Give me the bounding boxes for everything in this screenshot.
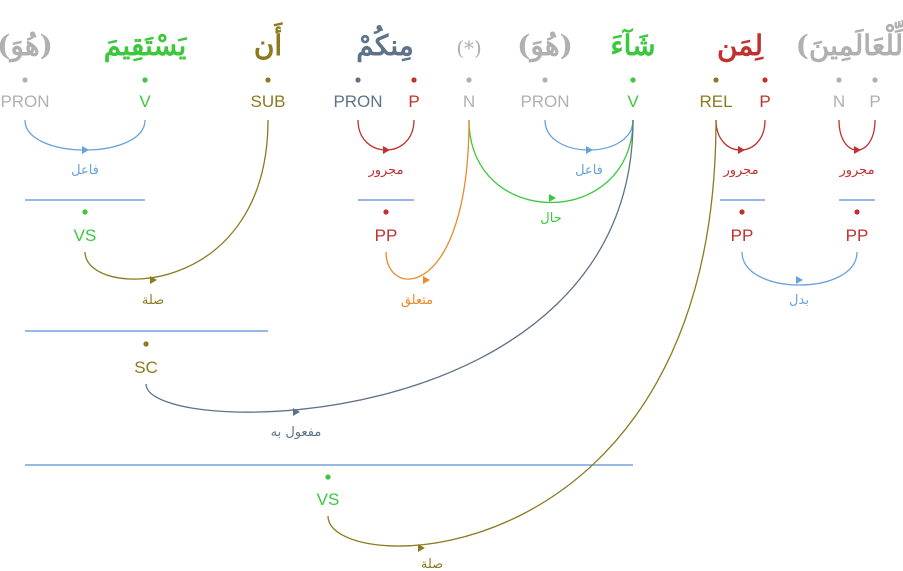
- tag-pron-2: PRON: [333, 92, 382, 111]
- phrase-dots: [82, 209, 860, 480]
- tag-p-2: P: [759, 92, 770, 111]
- word-lilalamina: (لِّلْعَالَمِينَ): [796, 20, 903, 63]
- tag-v-2: V: [627, 92, 639, 111]
- rel-majrur-2: مجرور: [722, 163, 758, 178]
- rel-sila-1: صلة: [142, 293, 164, 308]
- tag-pron-1: PRON: [0, 92, 49, 111]
- word-shaa: شَآءَ: [610, 27, 655, 62]
- arrowheads: [82, 146, 861, 552]
- arc-mutaalliq: [385, 119, 470, 280]
- arcs: [24, 119, 876, 547]
- tag-sub: SUB: [251, 92, 286, 111]
- word-liman: لِمَن: [717, 29, 764, 63]
- phrase-sc: SC: [134, 358, 158, 377]
- rel-mafool: مفعول به: [271, 425, 322, 440]
- phrase-pp-2: PP: [731, 226, 754, 245]
- tag-n-1: N: [463, 92, 475, 111]
- rel-majrur-1: مجرور: [367, 163, 403, 178]
- tag-p-3: P: [869, 92, 880, 111]
- tag-p-1: P: [408, 92, 419, 111]
- word-hidden-star: (*): [456, 36, 482, 60]
- arc-majrur-2: [715, 119, 766, 151]
- word-minkum: مِنكُمْ: [356, 25, 414, 63]
- tag-n-2: N: [833, 92, 845, 111]
- rel-majrur-3: مجرور: [838, 163, 874, 178]
- word-an: أَن: [254, 22, 283, 62]
- phrase-lines: [25, 199, 875, 466]
- phrase-pp-3: PP: [846, 226, 869, 245]
- phrase-pp-1: PP: [375, 226, 398, 245]
- rel-hal: حال: [540, 211, 561, 226]
- word-dots: [22, 77, 878, 83]
- arc-sila-1: [84, 119, 269, 280]
- arc-fail-1: [24, 119, 146, 151]
- rel-fail-1: فاعل: [71, 163, 99, 178]
- rel-badal: بدل: [789, 293, 809, 308]
- arc-majrur-3: [838, 119, 876, 151]
- tag-v-1: V: [139, 92, 151, 111]
- phrase-vs-1: VS: [74, 226, 97, 245]
- rel-mutaalliq: متعلق: [401, 293, 433, 308]
- arc-mafool: [145, 119, 634, 413]
- word-huwa-1: (هُوَ): [0, 29, 53, 63]
- arc-hal: [468, 119, 634, 204]
- rel-sila-2: صلة: [421, 557, 443, 571]
- word-yastaqima: يَسْتَقِيمَ: [104, 29, 188, 63]
- tag-rel: REL: [699, 92, 732, 111]
- arc-fail-2: [544, 119, 634, 151]
- word-huwa-2: (هُوَ): [517, 29, 573, 63]
- arc-sila-2: [327, 119, 717, 547]
- phrase-vs-2: VS: [317, 490, 340, 509]
- arc-majrur-1: [357, 119, 415, 151]
- arc-badal: [741, 251, 858, 286]
- rel-fail-2: فاعل: [575, 163, 603, 178]
- tag-pron-3: PRON: [520, 92, 569, 111]
